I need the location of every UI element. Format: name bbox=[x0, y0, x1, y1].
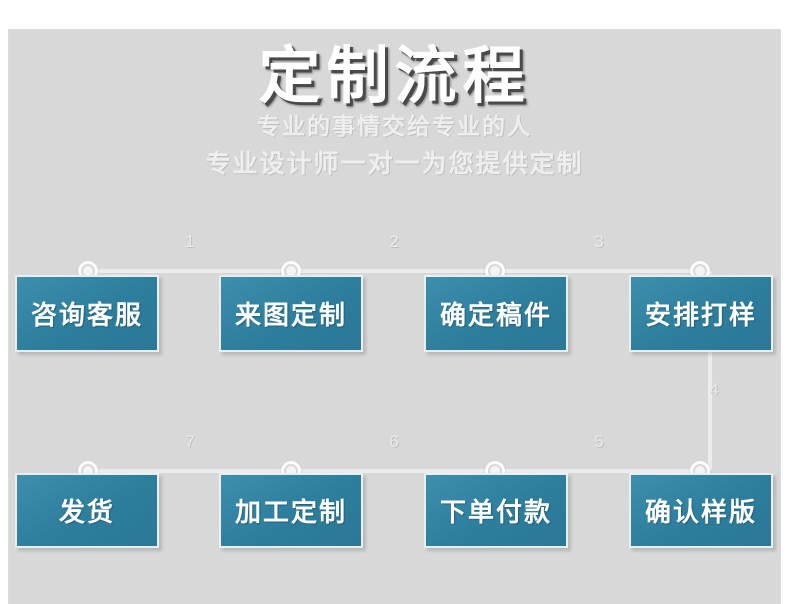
timeline-rail-top bbox=[88, 269, 710, 273]
connector-number-7: 7 bbox=[185, 432, 195, 451]
step-box-custom-from-image[interactable]: 来图定制 bbox=[219, 275, 363, 352]
header-block: 定制流程 专业的事情交给专业的人 专业设计师一对一为您提供定制 bbox=[9, 30, 780, 183]
step-box-order-payment[interactable]: 下单付款 bbox=[424, 473, 568, 548]
connector-number-2: 2 bbox=[389, 232, 399, 251]
page-title: 定制流程 bbox=[258, 42, 531, 111]
step-box-confirm-sample[interactable]: 确认样版 bbox=[629, 473, 773, 548]
connector-number-6: 6 bbox=[389, 432, 399, 451]
connector-number-3: 3 bbox=[594, 232, 604, 251]
step-box-processing-custom[interactable]: 加工定制 bbox=[219, 473, 363, 548]
subtitle-line-2: 专业设计师一对一为您提供定制 bbox=[205, 149, 584, 178]
infographic-panel: 定制流程 专业的事情交给专业的人 专业设计师一对一为您提供定制 1 2 3 4 … bbox=[9, 30, 780, 604]
step-box-shipment[interactable]: 发货 bbox=[15, 473, 159, 548]
step-box-arrange-sample[interactable]: 安排打样 bbox=[629, 275, 773, 352]
subtitle-line-1: 专业的事情交给专业的人 bbox=[257, 113, 532, 140]
timeline-rail-bottom bbox=[88, 469, 710, 473]
timeline-rail-vertical bbox=[708, 271, 712, 471]
connector-number-5: 5 bbox=[594, 432, 604, 451]
connector-number-4: 4 bbox=[709, 380, 719, 399]
step-box-confirm-draft[interactable]: 确定稿件 bbox=[424, 275, 568, 352]
step-box-consult-service[interactable]: 咨询客服 bbox=[15, 275, 159, 352]
connector-number-1: 1 bbox=[185, 232, 195, 251]
